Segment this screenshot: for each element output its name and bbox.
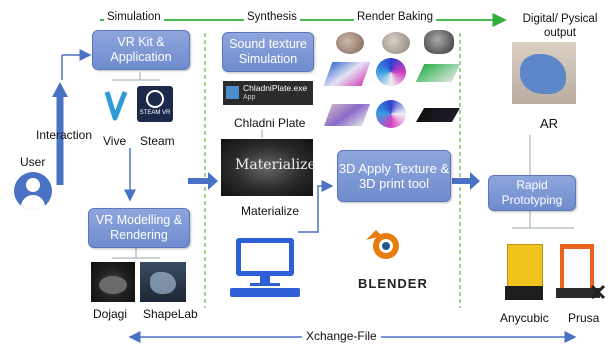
materialize-logo-text: Materialize	[235, 157, 316, 173]
chladni-app-name: ChladniPlate.exe	[243, 83, 308, 93]
user-icon	[14, 172, 52, 210]
apply-texture-box: 3D Apply Texture & 3D print tool	[337, 150, 451, 202]
shapelab-label: ShapeLab	[143, 307, 198, 321]
chladni-plate-label: Chladni Plate	[234, 116, 306, 130]
dojagi-image	[91, 262, 135, 302]
vive-logo-icon	[103, 88, 129, 122]
texture-image-5	[376, 58, 406, 86]
prusa-label: Prusa	[568, 311, 600, 325]
texture-image-1	[336, 32, 364, 54]
ar-label: AR	[540, 116, 559, 131]
stage-output: Digital/ Pysical output	[522, 13, 598, 39]
computer-icon	[228, 236, 302, 300]
user-label: User	[20, 155, 46, 169]
vr-modelling-box: VR Modelling & Rendering	[88, 208, 190, 248]
texture-image-8	[376, 100, 406, 128]
dojagi-label: Dojagi	[93, 307, 128, 321]
texture-image-3	[424, 30, 454, 54]
stage-simulation: Simulation	[104, 11, 164, 23]
xchange-file-label: Xchange-File	[302, 329, 381, 343]
vive-label: Vive	[103, 134, 127, 148]
texture-image-2	[382, 32, 410, 54]
texture-image-7	[323, 104, 371, 126]
steam-label: Steam	[140, 134, 175, 148]
steamvr-logo-icon: STEAM VR	[137, 86, 173, 122]
shapelab-image	[140, 262, 186, 302]
app-window-icon	[226, 86, 239, 99]
ar-image	[512, 42, 576, 104]
rapid-prototyping-box: Rapid Prototyping	[488, 175, 576, 211]
steamvr-logo-text: STEAM VR	[139, 110, 171, 116]
materialize-label: Materialize	[241, 204, 300, 218]
chladni-app-bar: ChladniPlate.exe App	[223, 81, 313, 105]
sound-texture-box: Sound texture Simulation	[222, 32, 314, 72]
materialize-image: Materialize	[221, 139, 316, 196]
tools-icon	[590, 284, 606, 300]
chladni-app-sub: App	[243, 94, 256, 101]
prusa-printer-image	[556, 244, 602, 302]
blender-label: BLENDER	[358, 276, 428, 291]
blender-logo-icon	[364, 226, 404, 262]
anycubic-label: Anycubic	[500, 311, 549, 325]
vr-kit-box: VR Kit & Application	[92, 30, 190, 70]
interaction-label: Interaction	[36, 128, 93, 142]
anycubic-printer-image	[505, 244, 543, 300]
stage-synthesis: Synthesis	[244, 11, 300, 23]
stage-render-baking: Render Baking	[354, 11, 437, 23]
